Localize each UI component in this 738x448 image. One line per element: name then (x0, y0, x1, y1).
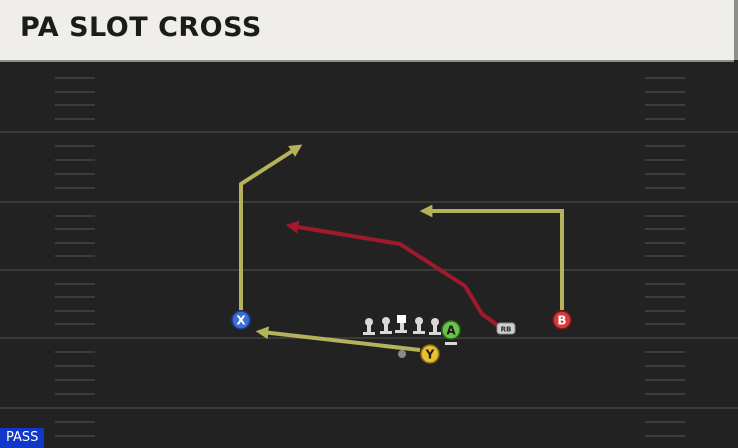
player-y-label: Y (425, 348, 435, 362)
play-type-badge: PASS (0, 428, 45, 448)
player-a-label: A (446, 324, 456, 338)
player-y: Y (420, 344, 440, 364)
play-title: PA SLOT CROSS (20, 12, 262, 43)
player-rb-label: RB (501, 326, 512, 334)
center-icon (395, 315, 407, 333)
lineman-icon (363, 318, 375, 335)
player-x: X (231, 310, 251, 330)
lineman-icon (413, 317, 425, 334)
play-diagram: X Y A B RB (0, 62, 738, 448)
route-y-drag (255, 326, 421, 352)
player-a: A (441, 320, 461, 340)
route-rb-playaction (285, 220, 502, 329)
title-bar: PA SLOT CROSS (0, 0, 734, 60)
quarterback-icon (398, 350, 406, 358)
player-x-label: X (236, 314, 246, 328)
lineman-icon (380, 317, 392, 334)
yard-lines (0, 131, 738, 409)
player-rb: RB (496, 322, 516, 335)
left-hash-marks (55, 77, 95, 437)
offensive-line (363, 315, 457, 345)
field-surface (0, 62, 738, 448)
route-x-corner (239, 144, 303, 310)
player-b-label: B (557, 314, 566, 328)
route-b-over (419, 204, 564, 310)
right-hash-marks (645, 77, 685, 437)
lineman-base-icon (445, 342, 457, 345)
player-b: B (552, 310, 572, 330)
lineman-icon (429, 318, 441, 335)
